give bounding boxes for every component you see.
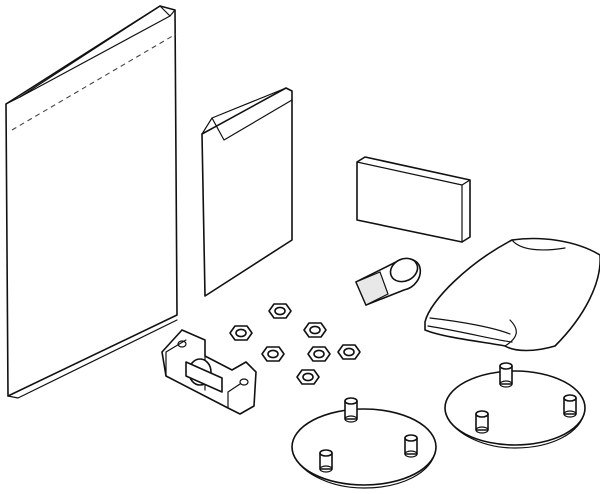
folded-cloth <box>424 237 600 352</box>
plate-post <box>344 397 358 423</box>
plate-post <box>319 449 333 473</box>
hinge-bracket <box>161 329 257 415</box>
plate-post <box>499 362 513 388</box>
plate-post <box>563 394 577 418</box>
hex-nut <box>268 303 292 319</box>
hex-nut <box>229 325 253 341</box>
plate-post <box>475 410 489 434</box>
cylindrical-cap <box>355 257 422 306</box>
hex-nut <box>296 369 320 385</box>
small-envelope <box>201 87 293 297</box>
hex-nut <box>303 322 327 338</box>
resealable-bag <box>5 5 178 399</box>
hex-nut <box>307 346 331 362</box>
hex-nut <box>337 344 361 360</box>
rubber-pad <box>356 156 471 243</box>
hex-nut <box>261 346 285 362</box>
plate-post <box>404 434 418 458</box>
round-base-plate <box>444 362 586 449</box>
hex-nuts <box>229 303 361 385</box>
round-base-plate <box>291 397 437 489</box>
